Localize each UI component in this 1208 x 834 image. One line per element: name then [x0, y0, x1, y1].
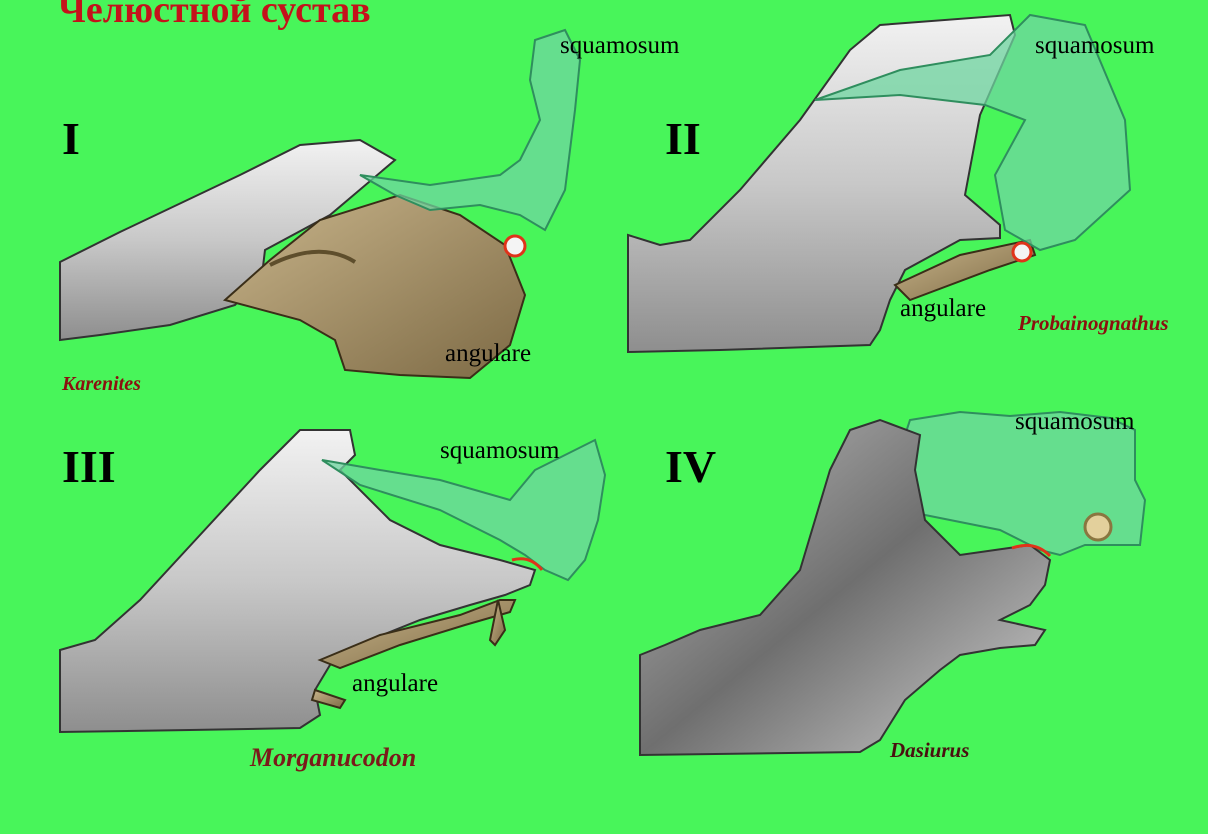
panel-3-species: Morganucodon [250, 743, 416, 773]
page-title: Челюстной сустав [58, 0, 371, 32]
panel-4-squamosum-label: squamosum [1015, 408, 1134, 436]
panel-1-joint [505, 236, 525, 256]
panel-4-ossicles [1085, 514, 1111, 540]
panel-2-joint [1013, 243, 1031, 261]
panel-2-numeral: II [665, 112, 701, 165]
panel-1-species: Karenites [62, 373, 141, 396]
panel-3-numeral: III [62, 440, 116, 493]
panel-1-squamosum-label: squamosum [560, 32, 679, 60]
panel-3-dentary [60, 430, 535, 732]
panel-1-angulare-label: angulare [445, 340, 531, 368]
panel-3-angulare-label: angulare [352, 670, 438, 698]
panel-1-numeral: I [62, 112, 80, 165]
panel-4-species: Dasiurus [890, 738, 969, 763]
panel-1-jaw [60, 30, 580, 378]
panel-4-numeral: IV [665, 440, 716, 493]
panel-2-angulare-label: angulare [900, 295, 986, 323]
panel-3-squamosum-label: squamosum [440, 437, 559, 465]
panel-2-jaw [628, 15, 1130, 352]
panel-2-squamosum-label: squamosum [1035, 32, 1154, 60]
panel-3-jaw [60, 430, 605, 732]
panel-2-species: Probainognathus [1018, 311, 1169, 336]
